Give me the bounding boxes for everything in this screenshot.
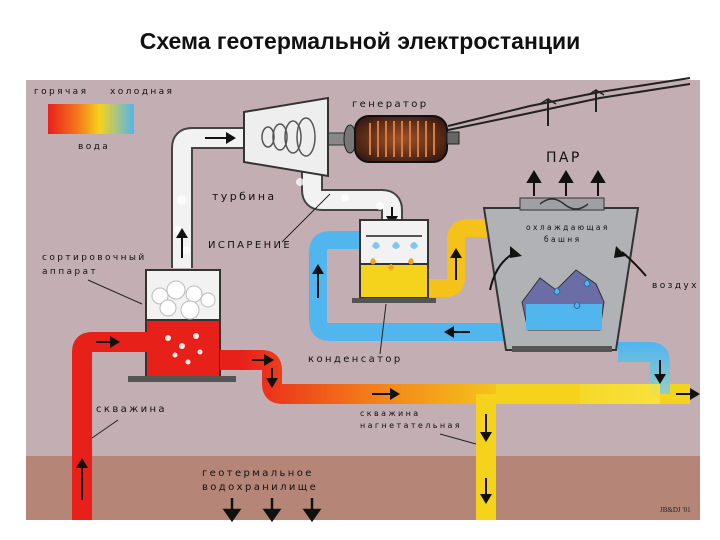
flow-arrow-outlet-down — [654, 360, 666, 384]
ground-layer — [26, 456, 700, 520]
cooling-tower-label-line2: башня — [544, 235, 582, 244]
condenser-label: конденсатор — [308, 354, 403, 365]
reservoir-arrows — [222, 498, 322, 523]
injection-label-line1: скважина — [360, 409, 421, 418]
injection-label-line2: нагнетательная — [360, 421, 462, 430]
injection-well-mixing — [496, 384, 586, 404]
production-well-pipe — [72, 332, 150, 520]
air-label: воздух — [652, 281, 699, 291]
flow-arrow-well-right — [96, 336, 120, 348]
flow-arrow-warm-up — [450, 248, 462, 280]
flow-arrow-steam-up — [176, 228, 188, 258]
flow-arrow-injection-down — [480, 414, 492, 442]
reservoir-label-line2: водохранилище — [202, 482, 318, 493]
legend-cold-label: холодная — [110, 87, 174, 97]
legend-hot-label: горячая — [34, 87, 88, 97]
well-label: скважина — [96, 404, 167, 415]
well-leader — [91, 419, 119, 439]
flow-arrow-injection-down-2 — [480, 478, 492, 504]
credit-label: JB&DJ '01 — [660, 506, 691, 514]
generator-label: генератор — [352, 99, 428, 110]
steam-label: ПАР — [546, 150, 582, 166]
flow-arrow-lower-right — [676, 388, 700, 400]
flow-arrow-well-up — [76, 458, 88, 500]
page-title: Схема геотермальной электростанции — [139, 28, 581, 54]
flow-arrow-steam-right — [205, 132, 236, 144]
separator-label-line1: сортировочный — [42, 253, 147, 263]
flow-arrow-brine-1 — [252, 354, 274, 366]
cooling-tower — [482, 197, 640, 352]
evaporation-leader — [281, 193, 331, 243]
reservoir-label-line1: геотермальное — [202, 468, 314, 479]
separator-apparatus — [128, 269, 236, 382]
separator-label-line2: аппарат — [42, 267, 98, 277]
steam-pipe-separator-to-turbine — [171, 127, 246, 268]
condenser — [352, 219, 436, 303]
lower-pipe-right-section — [580, 384, 660, 404]
flow-arrow-brine-2 — [266, 368, 278, 388]
flow-arrow-brine-3 — [372, 388, 400, 400]
flow-arrow-return-up — [312, 264, 324, 298]
injection-leader — [439, 433, 477, 445]
turbine — [243, 96, 329, 178]
legend-water-label: вода — [78, 142, 110, 152]
separator-leader — [87, 279, 143, 305]
steam-arrows — [526, 170, 606, 196]
flow-arrow-return-left — [444, 326, 470, 338]
legend-gradient-swatch — [48, 104, 134, 134]
power-line — [447, 77, 691, 131]
air-arrow-right-head — [614, 246, 626, 258]
steam-puffs — [174, 178, 384, 254]
steam-pipe-turbine-to-condenser — [301, 160, 403, 228]
air-arrow-left-head — [510, 246, 522, 258]
cooling-tower-label-line1: охлаждающая — [526, 223, 610, 232]
condenser-leader — [379, 303, 387, 355]
evaporation-label: ИСПАРЕНИЕ — [208, 240, 292, 251]
turbine-label: турбина — [212, 190, 277, 203]
